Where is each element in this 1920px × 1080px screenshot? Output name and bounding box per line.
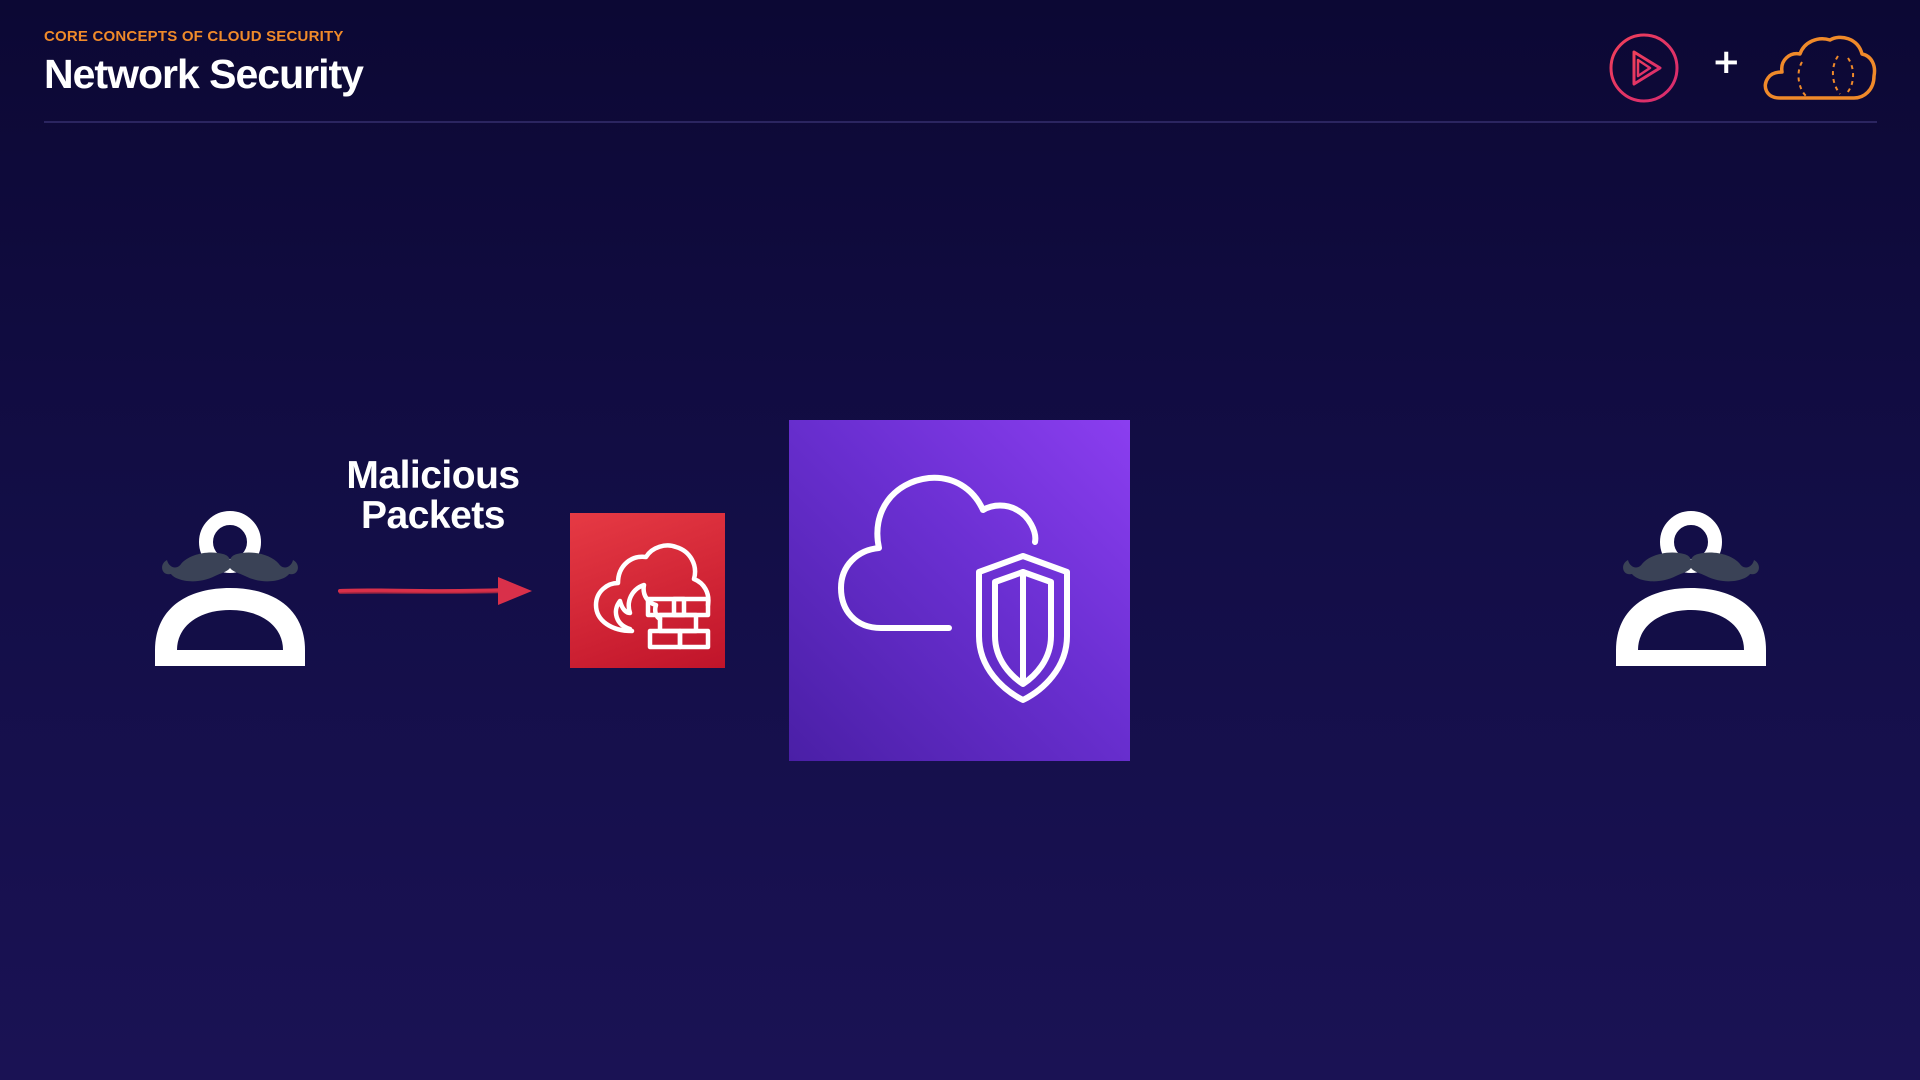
arrow-right-icon (338, 577, 532, 605)
hacker-icon (1616, 511, 1766, 666)
malicious-packets-label: Malicious Packets (318, 456, 548, 536)
slide-header: CORE CONCEPTS OF CLOUD SECURITY Network … (44, 28, 364, 98)
brand-logos: + (1608, 32, 1878, 104)
cloud-shield-icon (838, 474, 1070, 703)
hacker-icon (155, 511, 305, 666)
label-line-1: Malicious (346, 454, 520, 497)
header-divider (44, 121, 1877, 123)
page-title: Network Security (44, 51, 364, 97)
firewall-tile (570, 513, 725, 668)
play-circle-icon (1609, 33, 1679, 103)
left-hacker (155, 510, 305, 666)
cloud-shield-tile (789, 420, 1130, 761)
right-hacker (1616, 510, 1766, 666)
plus-sign: + (1712, 42, 1741, 82)
firewall-icon (593, 543, 711, 650)
course-kicker: CORE CONCEPTS OF CLOUD SECURITY (44, 28, 344, 45)
cloud-icon (1763, 35, 1877, 100)
label-line-2: Packets (361, 494, 505, 537)
